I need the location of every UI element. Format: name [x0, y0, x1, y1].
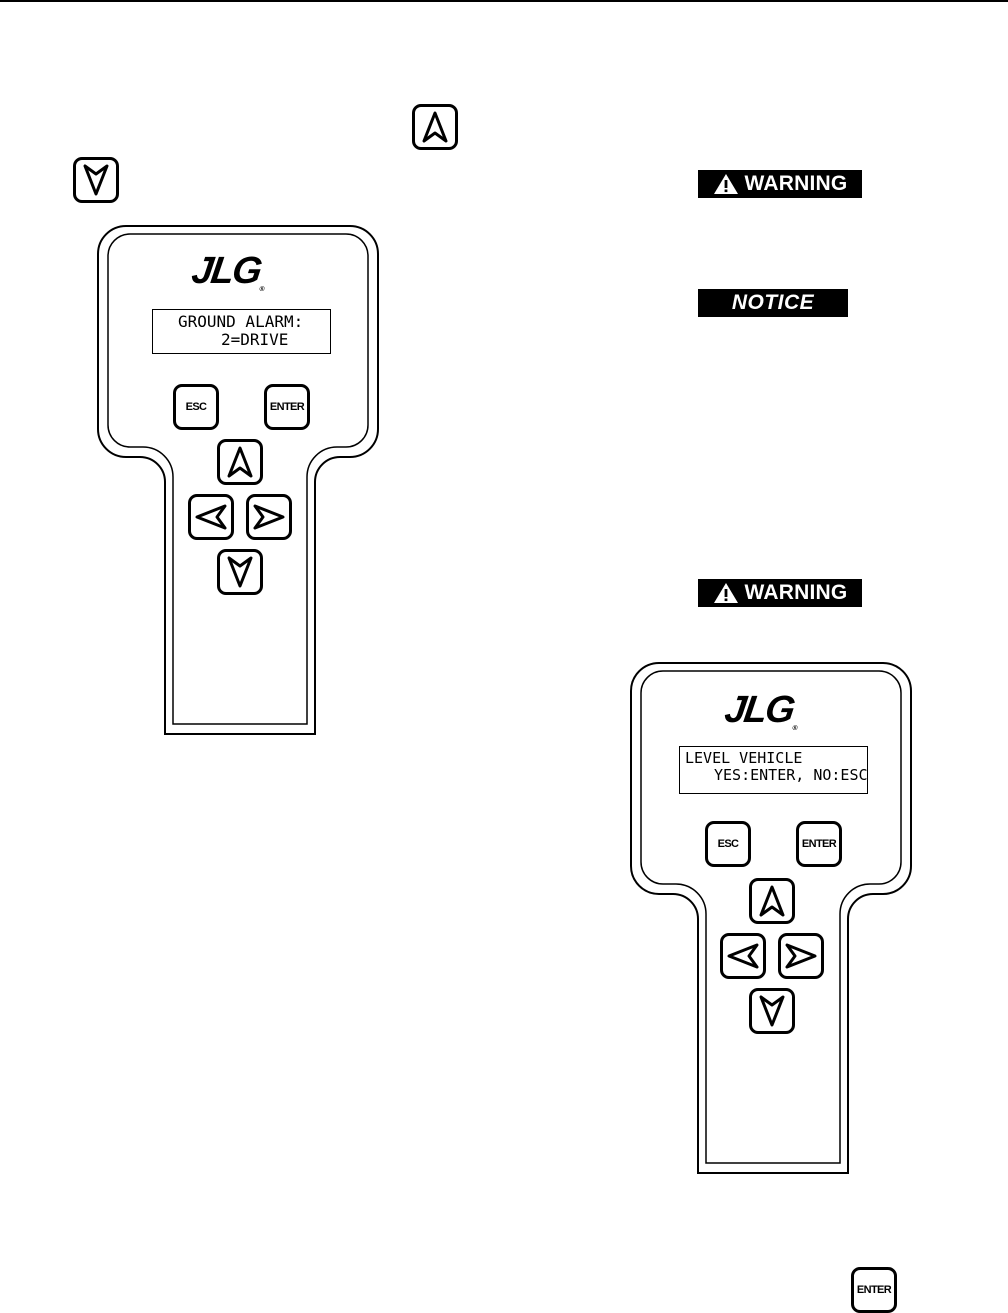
enter-label: ENTER: [269, 401, 305, 413]
jlg-logo: JLG®: [189, 250, 266, 293]
left-arrow-button[interactable]: [188, 494, 234, 540]
left-arrow-button[interactable]: [720, 933, 766, 979]
notice-label: NOTICE: [731, 291, 815, 314]
down-arrow-button[interactable]: [217, 549, 263, 595]
enter-label: ENTER: [801, 838, 837, 850]
header-rule: [0, 0, 1008, 2]
warning-label: WARNING: [744, 172, 848, 195]
display-line-1: LEVEL VEHICLE: [685, 749, 803, 767]
left-arrow-icon: [195, 504, 227, 530]
notice-banner: NOTICE: [698, 289, 848, 317]
pendant-1: JLG® GROUND ALARM: 2=DRIVE ESC ENTER: [96, 224, 380, 736]
pendant-outline: [630, 662, 912, 1174]
warning-banner-top: WARNING: [698, 170, 862, 198]
jlg-logo: JLG®: [722, 689, 799, 732]
esc-button[interactable]: ESC: [173, 384, 219, 430]
right-arrow-button[interactable]: [778, 933, 824, 979]
left-arrow-icon: [727, 943, 759, 969]
display-line-2: YES:ENTER, NO:ESC: [714, 766, 868, 785]
enter-button[interactable]: ENTER: [796, 821, 842, 867]
lcd-display: GROUND ALARM: 2=DRIVE: [152, 309, 331, 354]
display-line-1: GROUND ALARM:: [178, 312, 304, 331]
down-arrow-icon: [227, 556, 253, 588]
right-arrow-icon: [785, 943, 817, 969]
pendant-2: JLG® LEVEL VEHICLE YES:ENTER, NO:ESC ESC…: [629, 661, 913, 1175]
up-arrow-icon: [227, 446, 253, 478]
right-arrow-icon: [253, 504, 285, 530]
up-arrow-button[interactable]: [217, 439, 263, 485]
enter-button[interactable]: ENTER: [264, 384, 310, 430]
esc-label: ESC: [717, 838, 739, 850]
down-arrow-icon: [759, 995, 785, 1027]
warning-label: WARNING: [744, 581, 848, 604]
lcd-display: LEVEL VEHICLE YES:ENTER, NO:ESC: [679, 746, 868, 794]
up-arrow-button[interactable]: [749, 878, 795, 924]
warning-triangle-icon: [713, 174, 738, 194]
enter-key-icon: ENTER: [851, 1267, 897, 1313]
enter-key-label: ENTER: [856, 1284, 892, 1296]
display-line-2: 2=DRIVE: [221, 330, 289, 350]
right-arrow-button[interactable]: [246, 494, 292, 540]
down-arrow-key-icon: [73, 157, 119, 203]
esc-label: ESC: [185, 401, 207, 413]
up-arrow-icon: [759, 885, 785, 917]
pendant-outline: [97, 225, 379, 735]
esc-button[interactable]: ESC: [705, 821, 751, 867]
up-arrow-key-icon: [412, 104, 458, 150]
warning-banner-bottom: WARNING: [698, 579, 862, 607]
warning-triangle-icon: [713, 583, 738, 603]
down-arrow-button[interactable]: [749, 988, 795, 1034]
